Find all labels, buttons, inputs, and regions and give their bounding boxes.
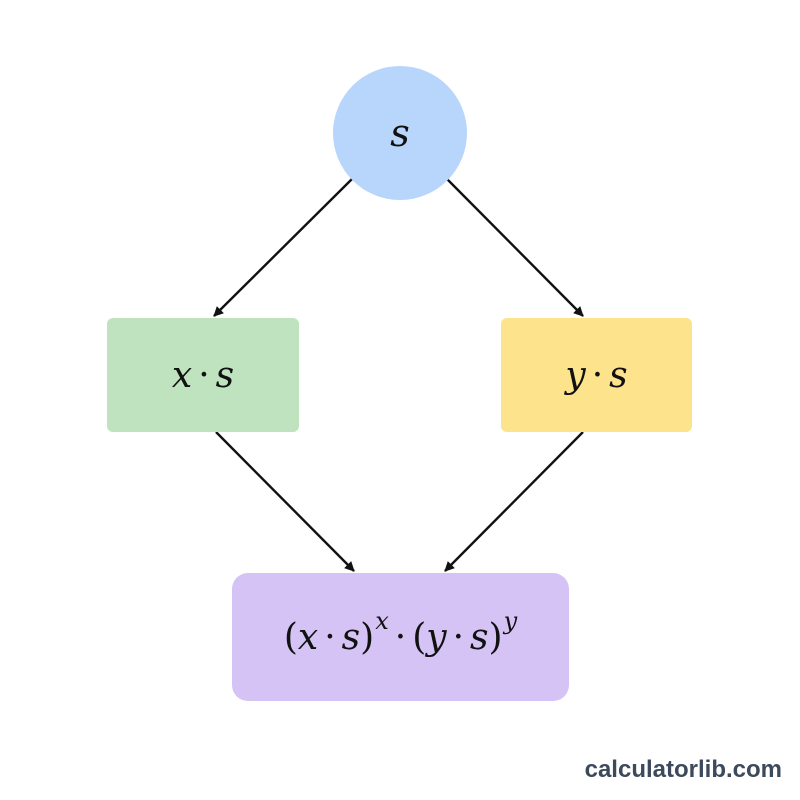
open-paren: ( <box>283 616 298 658</box>
dot-operator: · <box>452 616 465 658</box>
var-s: s <box>470 616 489 658</box>
edge-ys-to-result <box>444 431 584 572</box>
var-y: y <box>426 616 447 658</box>
watermark: calculatorlib.com <box>584 756 782 783</box>
edge-s-to-xs <box>213 178 353 317</box>
node-x-times-s: x·s <box>107 318 299 432</box>
node-s: s <box>333 66 467 200</box>
close-paren: ) <box>488 616 503 658</box>
exponent-x: x <box>375 607 389 635</box>
node-result: (x·s)x·(y·s)y <box>232 573 569 701</box>
node-s-label: s <box>390 111 410 155</box>
node-y-times-s: y·s <box>501 318 692 432</box>
var-s: s <box>341 616 361 658</box>
exponent-y: y <box>503 607 518 635</box>
open-paren: ( <box>412 616 427 658</box>
var-x: x <box>171 354 193 396</box>
edge-s-to-ys <box>446 178 584 317</box>
dot-operator: · <box>324 616 336 658</box>
edge-xs-to-result <box>215 431 355 572</box>
dot-operator: · <box>394 616 407 658</box>
dot-operator: · <box>198 354 210 396</box>
var-x: x <box>297 616 319 658</box>
dot-operator: · <box>591 354 604 396</box>
var-s: s <box>609 354 628 396</box>
var-y: y <box>565 354 586 396</box>
close-paren: ) <box>360 616 375 658</box>
var-s: s <box>215 354 235 396</box>
